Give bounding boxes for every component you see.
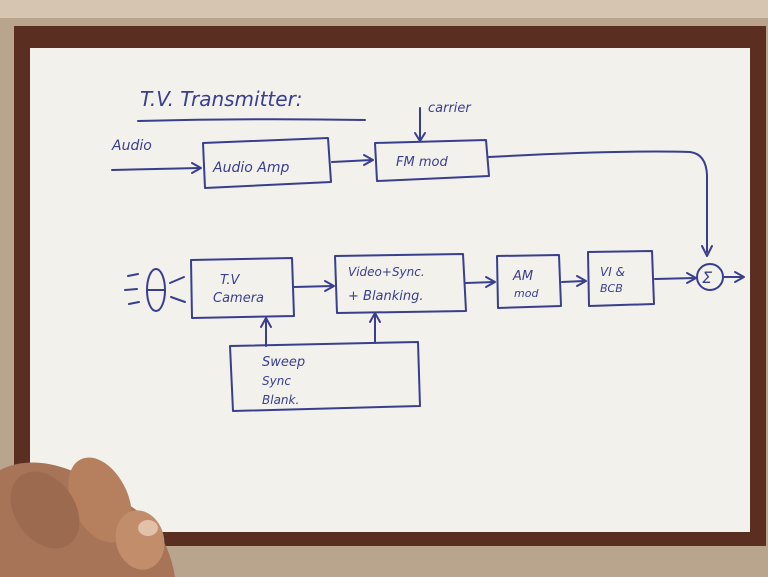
diagram-title: T.V. Transmitter: xyxy=(140,87,303,111)
audio-input-label: Audio xyxy=(111,138,152,154)
tv-camera-label-line1: T.V xyxy=(220,273,241,288)
sweep-label-line1: Sweep xyxy=(262,355,305,370)
am-to-vsb-arrow xyxy=(562,281,584,282)
top-shadow xyxy=(0,0,768,18)
fm-mod-label: FM mod xyxy=(396,155,448,170)
video-sync-label-line2: + Blanking. xyxy=(348,289,424,304)
vsb-label-line1: VI & xyxy=(600,265,625,279)
sweep-label-line2: Sync xyxy=(262,374,291,388)
audio-amp-label: Audio Amp xyxy=(212,160,289,176)
fingernail xyxy=(138,520,158,536)
am-mod-label-line1: AM xyxy=(512,269,533,284)
tv-camera-label-line2: Camera xyxy=(213,291,264,306)
am-mod-label-line2: mod xyxy=(514,287,539,300)
sweep-label-line3: Blank. xyxy=(262,393,299,407)
carrier-label: carrier xyxy=(428,101,472,116)
vsb-label-line2: BCB xyxy=(600,282,623,295)
video-to-am-arrow xyxy=(466,282,494,283)
camera-to-video-arrow xyxy=(294,286,333,287)
video-sync-label-line1: Video+Sync. xyxy=(348,265,425,279)
vsb-to-sum-arrow xyxy=(655,278,695,279)
summer-symbol: Σ xyxy=(702,268,713,287)
